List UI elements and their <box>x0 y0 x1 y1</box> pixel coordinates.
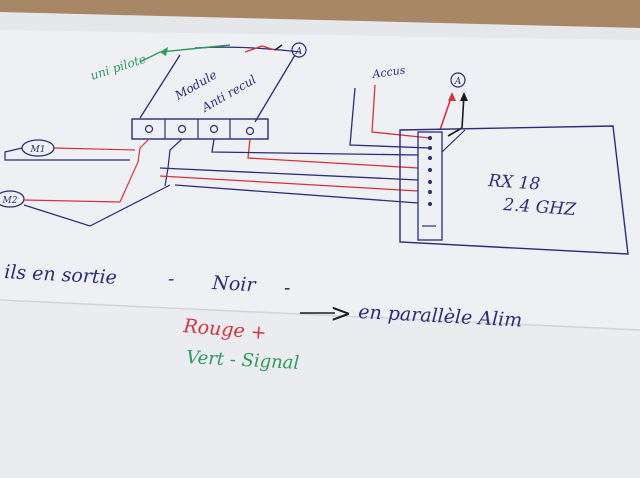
wire-blue-1 <box>211 138 419 156</box>
receiver-pin <box>428 156 432 160</box>
receiver-pin <box>428 202 432 206</box>
receiver-box <box>399 125 629 255</box>
wire-red-2 <box>159 175 419 192</box>
pilot-arrow-icon <box>160 47 168 56</box>
motor-m2: M2 <box>0 184 171 227</box>
receiver-pin <box>428 190 432 194</box>
receiver-pin <box>428 146 432 150</box>
connector-black-wire <box>447 94 465 137</box>
receiver-pin <box>428 136 432 140</box>
motor-m2-red-lead <box>23 199 121 203</box>
wire-red-1 <box>247 138 419 169</box>
receiver-pin <box>428 168 432 172</box>
battery: Accus <box>349 63 431 149</box>
receiver-connector-strip <box>417 131 443 241</box>
receiver-rx18: RX 18 2.4 GHZ <box>399 125 629 255</box>
note-arrow-head: > <box>330 299 352 329</box>
wire-blue-3 <box>174 184 419 204</box>
terminal-screw <box>144 124 154 134</box>
paper-lower-page <box>0 300 640 478</box>
red-arrow-icon <box>448 92 456 101</box>
pilot-black-wire <box>274 44 283 51</box>
wire-blue-2 <box>159 167 419 181</box>
receiver-pin-lead <box>441 129 466 153</box>
motor-m2-lead <box>23 184 171 227</box>
black-arrow-icon <box>460 92 468 101</box>
module-outline <box>139 54 296 123</box>
connector-a-right-symbol <box>450 72 466 88</box>
module-to-motor-red-wire <box>119 138 150 203</box>
terminal-screw <box>209 124 219 134</box>
battery-red-wire <box>371 84 431 139</box>
connector-a-top-label: A <box>295 47 303 57</box>
terminal-screw <box>245 126 255 136</box>
receiver-pin <box>428 180 432 184</box>
terminal-screw <box>177 124 187 134</box>
connector-a-right-label: A <box>454 77 462 87</box>
note-black-wire: Noir <box>211 272 258 296</box>
pilot-red-wire <box>244 45 276 53</box>
connector-a-right: A <box>439 72 468 137</box>
battery-label: Accus <box>371 63 407 81</box>
note-dash: - <box>168 268 174 290</box>
module-terminal-block <box>131 118 269 140</box>
motor-m1: M1 <box>4 139 136 161</box>
motor-m1-lead <box>4 147 130 161</box>
page-fold-line <box>0 299 640 331</box>
motor-m2-label: M2 <box>2 196 18 206</box>
motor-m2-symbol <box>0 190 25 208</box>
connector-a-top <box>291 42 307 58</box>
receiver-label-line1: RX 18 <box>487 171 541 195</box>
motor-m1-label: M1 <box>30 145 46 155</box>
note-black-dash: - <box>284 277 290 299</box>
motor-m1-red-lead <box>53 147 136 151</box>
battery-black-wire <box>349 87 431 149</box>
